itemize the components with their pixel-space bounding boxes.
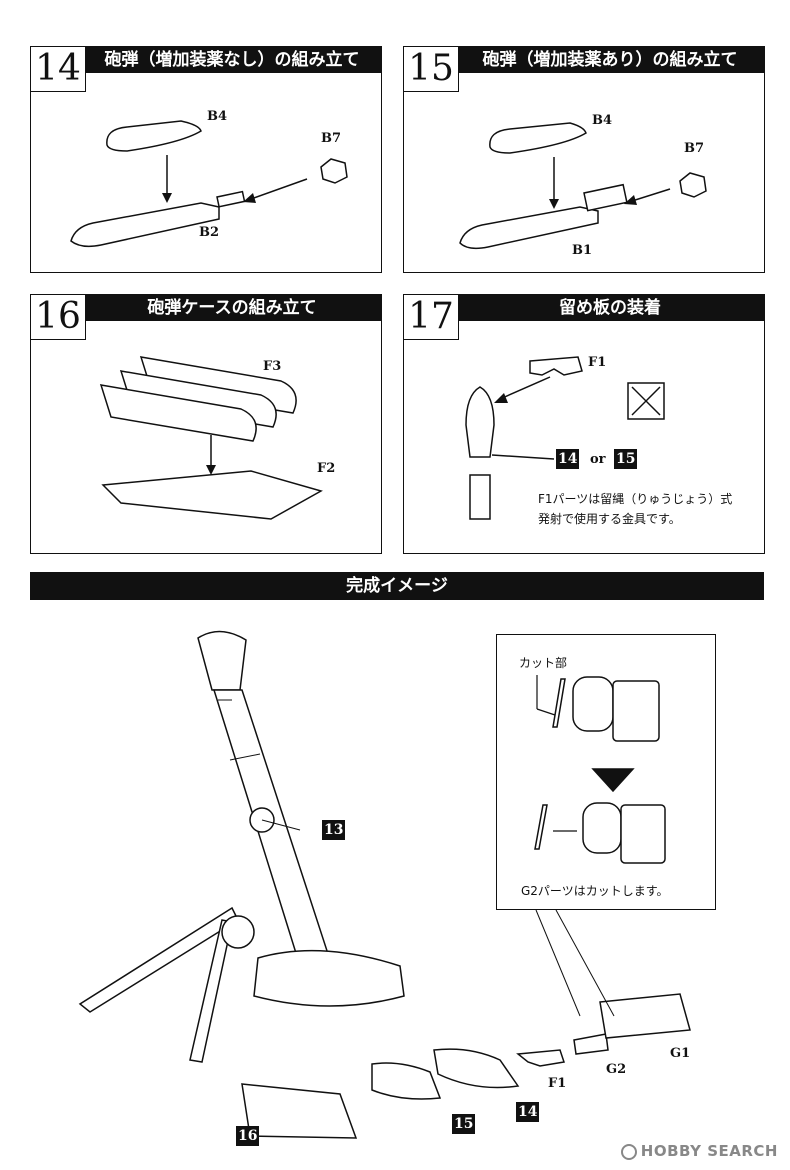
note-line-2: 発射で使用する金具です。	[538, 512, 681, 526]
ref-step-16: 16	[236, 1126, 260, 1146]
panel-header	[31, 295, 381, 321]
step-15-panel: 砲弾（増加装薬あり）の組み立て 15 B4 B7 B1	[403, 46, 765, 273]
ref-step-15: 15	[452, 1114, 476, 1134]
retaining-plate-drawing	[465, 356, 665, 520]
panel-header	[404, 47, 764, 73]
inset-note: G2パーツはカットします。	[521, 884, 669, 898]
ref-step-13: 13	[322, 820, 346, 840]
cut-detail-drawing	[534, 675, 666, 864]
part-label-f2: F2	[317, 461, 336, 476]
part-label-b1: B1	[572, 243, 593, 258]
step-title: 砲弾（増加装薬なし）の組み立て	[104, 50, 360, 70]
step-title: 留め板の装着	[559, 298, 661, 318]
part-label-b7: B7	[321, 131, 342, 146]
copyright-icon	[620, 1143, 637, 1160]
part-label-b4: B4	[207, 109, 228, 124]
step-number: 16	[31, 295, 86, 340]
ref-step-15: 15	[614, 449, 638, 469]
step-number: 15	[404, 47, 459, 92]
part-label-b2: B2	[199, 225, 220, 240]
part-label-b7: B7	[684, 141, 705, 156]
step-title: 砲弾（増加装薬あり）の組み立て	[482, 50, 738, 70]
shell-assembly-drawing	[459, 122, 707, 250]
shell-assembly-drawing	[70, 120, 348, 248]
shell-case-drawing	[99, 356, 323, 520]
completed-image-header: 完成イメージ	[30, 572, 764, 600]
panel-header	[404, 295, 764, 321]
ref-step-14: 14	[556, 449, 580, 469]
watermark: HOBBY SEARCH	[620, 1142, 778, 1160]
part-label-f1: F1	[588, 355, 607, 370]
step-17-panel: 留め板の装着 17 F1 14 or 15 F1パーツは留縄（りゅうじょう）式 …	[403, 294, 765, 554]
step-number: 17	[404, 295, 459, 340]
panel-header	[31, 47, 381, 73]
part-label-f1: F1	[548, 1076, 567, 1091]
ref-step-14: 14	[516, 1102, 540, 1122]
part-label-g2: G2	[606, 1062, 627, 1077]
step-title: 砲弾ケースの組み立て	[147, 298, 317, 318]
note-line-1: F1パーツは留縄（りゅうじょう）式	[538, 492, 733, 506]
or-text: or	[590, 452, 606, 467]
watermark-text: HOBBY SEARCH	[640, 1142, 778, 1160]
step-14-panel: 砲弾（増加装薬なし）の組み立て 14 B4 B7 B2	[30, 46, 382, 273]
step-16-panel: 砲弾ケースの組み立て 16 F3 F2	[30, 294, 382, 554]
part-label-f3: F3	[263, 359, 282, 374]
step-number: 14	[31, 47, 86, 92]
part-label-b4: B4	[592, 113, 613, 128]
cut-detail-inset: カット部 G2パーツはカットします。	[496, 634, 716, 910]
part-label-g1: G1	[670, 1046, 691, 1061]
cut-part-label: カット部	[519, 656, 568, 670]
